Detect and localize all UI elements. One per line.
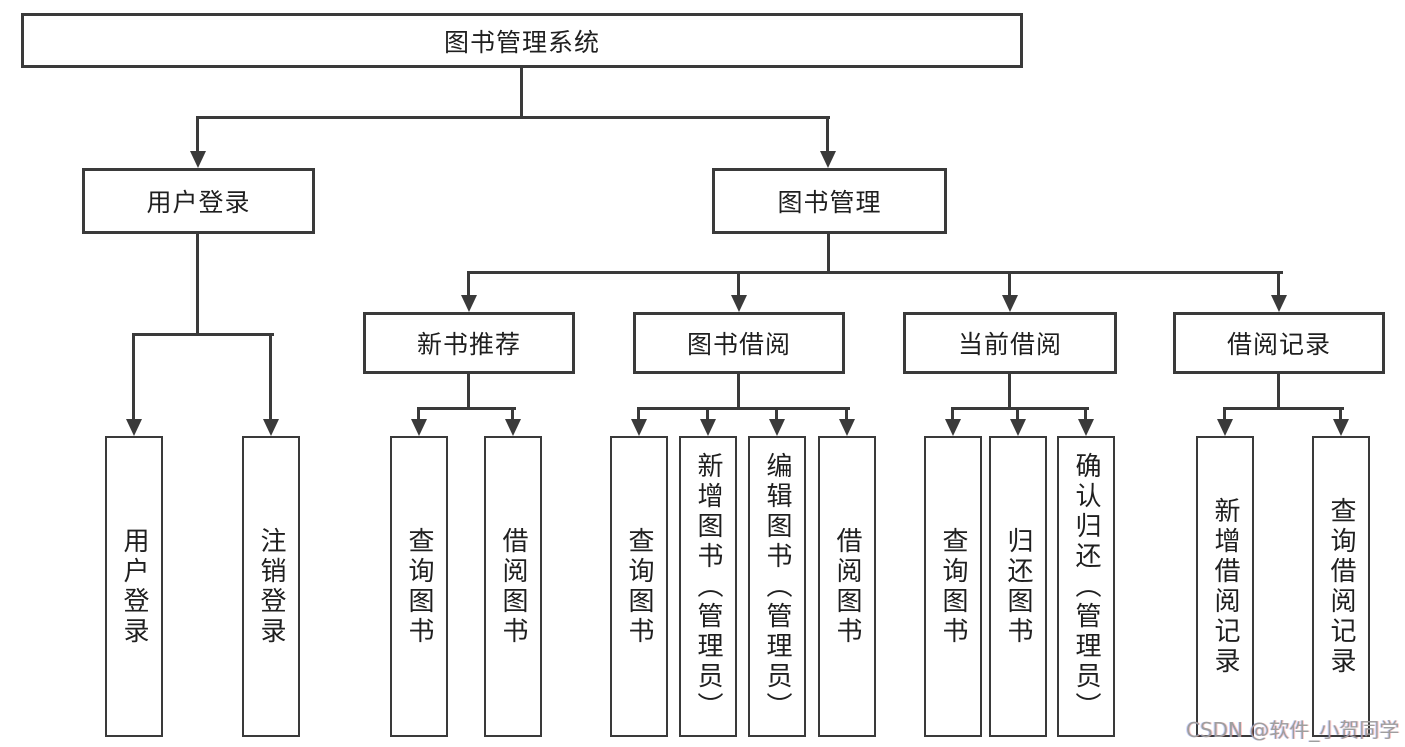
connector-line bbox=[1008, 271, 1011, 297]
connector-line bbox=[1339, 407, 1342, 421]
arrowhead-down-icon bbox=[461, 295, 477, 312]
node-new-book-recommend-label: 新书推荐 bbox=[416, 330, 521, 359]
leaf-add-book-admin: 新增图书（管理员） bbox=[679, 436, 737, 737]
leaf-edit-book-admin-label: 编辑图书（管理员） bbox=[762, 451, 792, 722]
leaf-query-borrow-record: 查询借阅记录 bbox=[1312, 436, 1370, 737]
leaf-return-book: 归还图书 bbox=[989, 436, 1047, 737]
connector-line bbox=[511, 407, 514, 421]
watermark: CSDN @软件_小贺同学 bbox=[1186, 718, 1400, 742]
node-book-management-label: 图书管理 bbox=[777, 188, 882, 217]
arrowhead-down-icon bbox=[505, 419, 521, 436]
node-book-borrow: 图书借阅 bbox=[633, 312, 845, 374]
connector-line bbox=[1016, 407, 1019, 421]
leaf-borrow-books-recommend-label: 借阅图书 bbox=[498, 526, 528, 647]
connector-line bbox=[196, 116, 199, 152]
connector-line bbox=[467, 374, 470, 410]
connector-line bbox=[1277, 374, 1280, 410]
arrowhead-down-icon bbox=[1333, 419, 1349, 436]
arrowhead-down-icon bbox=[820, 151, 836, 168]
leaf-confirm-return-admin: 确认归还（管理员） bbox=[1057, 436, 1115, 737]
leaf-logout: 注销登录 bbox=[242, 436, 300, 737]
leaf-add-borrow-record: 新增借阅记录 bbox=[1196, 436, 1254, 737]
arrowhead-down-icon bbox=[1078, 419, 1094, 436]
arrowhead-down-icon bbox=[769, 419, 785, 436]
connector-line bbox=[827, 234, 830, 274]
connector-line bbox=[951, 407, 954, 421]
leaf-query-books-borrow: 查询图书 bbox=[610, 436, 668, 737]
leaf-query-books-current: 查询图书 bbox=[924, 436, 982, 737]
arrowhead-down-icon bbox=[631, 419, 647, 436]
leaf-query-books-recommend: 查询图书 bbox=[390, 436, 448, 737]
node-root-label: 图书管理系统 bbox=[443, 27, 600, 57]
node-current-borrow: 当前借阅 bbox=[903, 312, 1117, 374]
arrowhead-down-icon bbox=[839, 419, 855, 436]
connector-line bbox=[417, 407, 516, 410]
node-current-borrow-label: 当前借阅 bbox=[957, 330, 1062, 359]
leaf-add-borrow-record-label: 新增借阅记录 bbox=[1210, 496, 1240, 677]
arrowhead-down-icon bbox=[126, 419, 142, 436]
leaf-return-book-label: 归还图书 bbox=[1003, 526, 1033, 647]
connector-line bbox=[1008, 374, 1011, 410]
arrowhead-down-icon bbox=[1002, 295, 1018, 312]
node-borrow-records: 借阅记录 bbox=[1173, 312, 1385, 374]
connector-line bbox=[737, 271, 740, 297]
node-user-login: 用户登录 bbox=[82, 168, 315, 234]
arrowhead-down-icon bbox=[190, 151, 206, 168]
arrowhead-down-icon bbox=[1010, 419, 1026, 436]
node-book-management: 图书管理 bbox=[712, 168, 947, 234]
arrowhead-down-icon bbox=[945, 419, 961, 436]
connector-line bbox=[417, 407, 420, 421]
leaf-query-books-recommend-label: 查询图书 bbox=[404, 526, 434, 647]
connector-line bbox=[951, 407, 1089, 410]
node-user-login-label: 用户登录 bbox=[146, 188, 251, 217]
leaf-borrow-books-recommend: 借阅图书 bbox=[484, 436, 542, 737]
leaf-borrow-books: 借阅图书 bbox=[818, 436, 876, 737]
connector-line bbox=[520, 68, 523, 118]
arrowhead-down-icon bbox=[1217, 419, 1233, 436]
connector-line bbox=[737, 374, 740, 410]
leaf-user-login-label: 用户登录 bbox=[119, 526, 149, 647]
connector-line bbox=[706, 407, 709, 421]
connector-line bbox=[269, 333, 272, 421]
connector-line bbox=[637, 407, 640, 421]
leaf-query-books-borrow-label: 查询图书 bbox=[624, 526, 654, 647]
arrowhead-down-icon bbox=[263, 419, 279, 436]
connector-line bbox=[1223, 407, 1226, 421]
connector-line bbox=[467, 271, 1283, 274]
arrowhead-down-icon bbox=[411, 419, 427, 436]
connector-line bbox=[196, 234, 199, 336]
leaf-confirm-return-admin-label: 确认归还（管理员） bbox=[1071, 451, 1101, 722]
leaf-logout-label: 注销登录 bbox=[256, 526, 286, 647]
connector-line bbox=[1084, 407, 1087, 421]
connector-line bbox=[637, 407, 850, 410]
arrowhead-down-icon bbox=[731, 295, 747, 312]
node-root: 图书管理系统 bbox=[21, 13, 1023, 68]
connector-line bbox=[467, 271, 470, 297]
node-borrow-records-label: 借阅记录 bbox=[1226, 330, 1331, 359]
connector-line bbox=[132, 333, 135, 421]
connector-line bbox=[1277, 271, 1280, 297]
node-book-borrow-label: 图书借阅 bbox=[686, 330, 791, 359]
node-new-book-recommend: 新书推荐 bbox=[363, 312, 575, 374]
leaf-query-borrow-record-label: 查询借阅记录 bbox=[1326, 496, 1356, 677]
connector-line bbox=[775, 407, 778, 421]
connector-line bbox=[826, 116, 829, 152]
arrowhead-down-icon bbox=[700, 419, 716, 436]
leaf-query-books-current-label: 查询图书 bbox=[938, 526, 968, 647]
leaf-add-book-admin-label: 新增图书（管理员） bbox=[693, 451, 723, 722]
connector-line bbox=[196, 116, 830, 119]
connector-line bbox=[845, 407, 848, 421]
leaf-borrow-books-label: 借阅图书 bbox=[832, 526, 862, 647]
connector-line bbox=[132, 333, 274, 336]
leaf-edit-book-admin: 编辑图书（管理员） bbox=[748, 436, 806, 737]
leaf-user-login: 用户登录 bbox=[105, 436, 163, 737]
arrowhead-down-icon bbox=[1271, 295, 1287, 312]
connector-line bbox=[1223, 407, 1344, 410]
